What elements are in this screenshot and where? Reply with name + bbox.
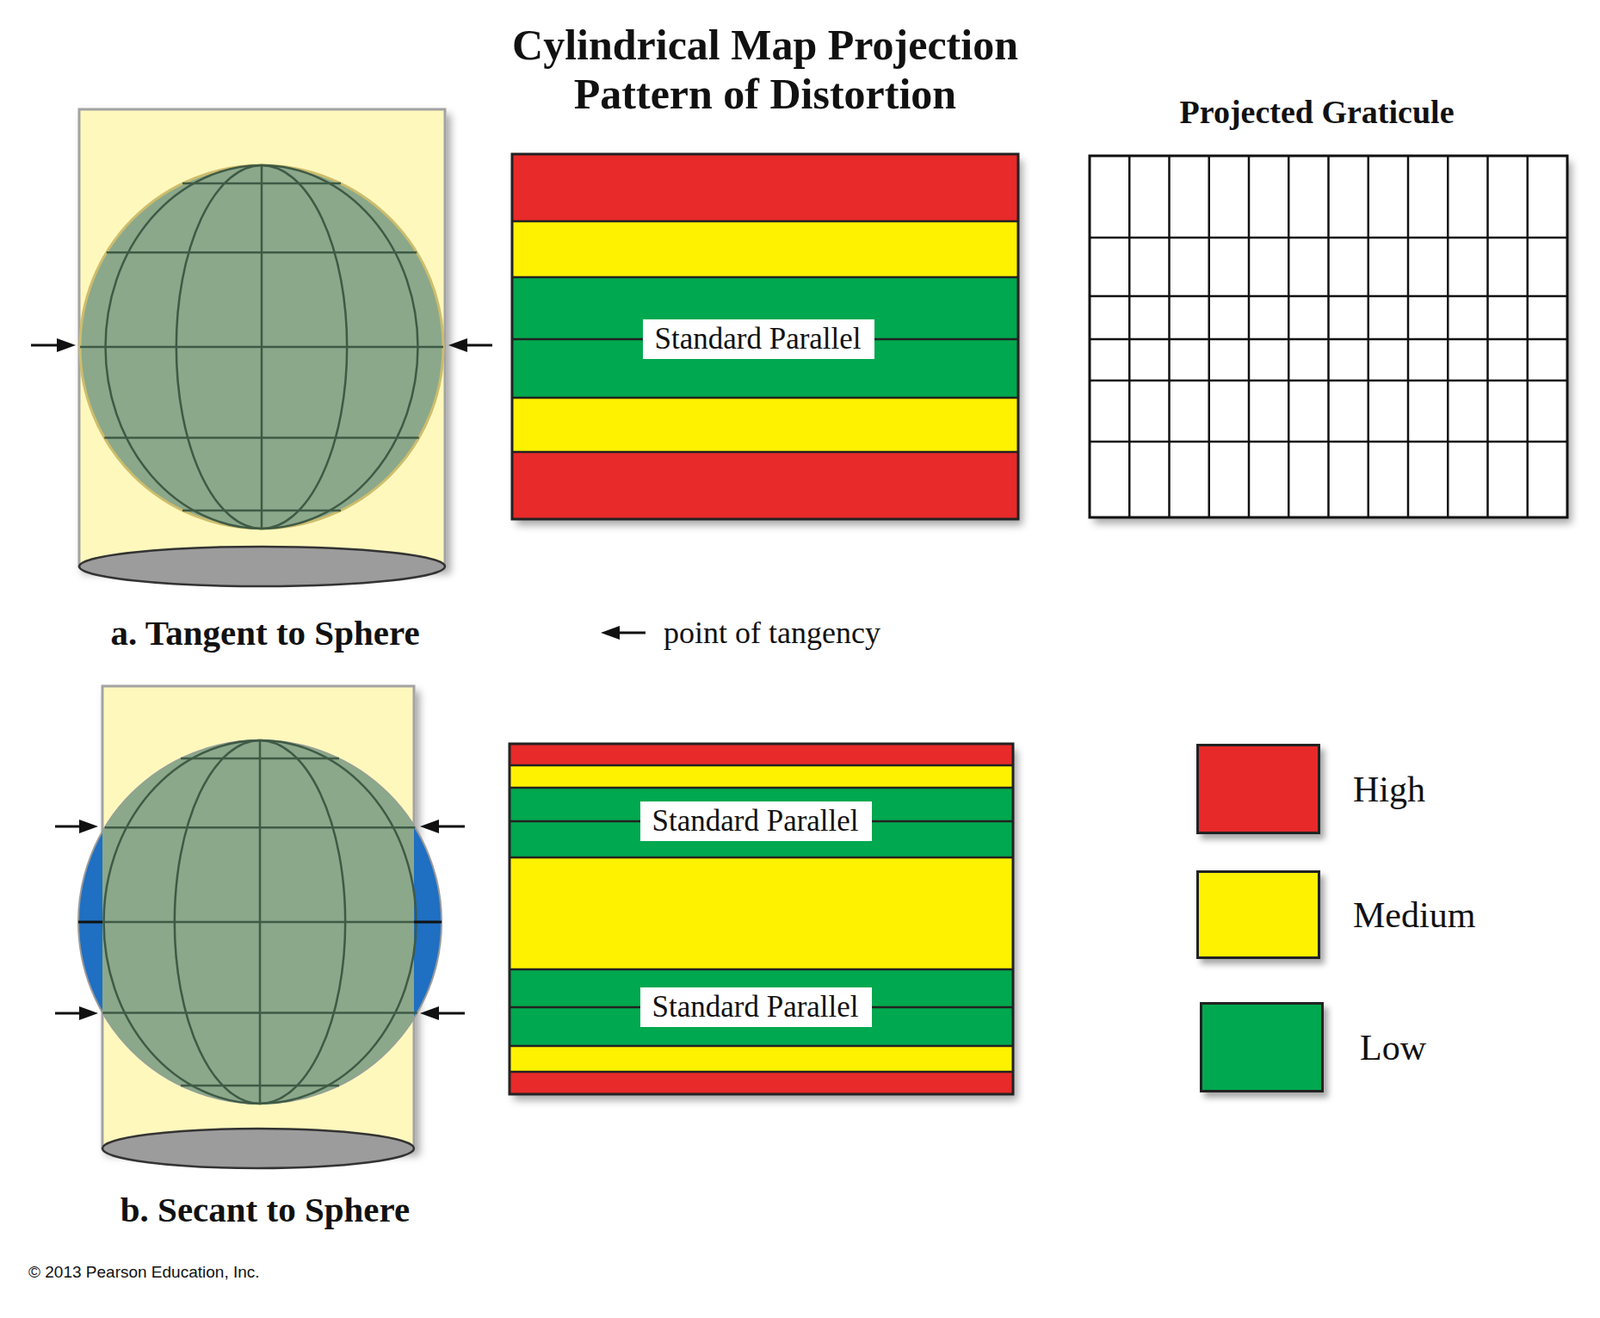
- node-text: Standard Parallel: [654, 321, 862, 357]
- globe: [80, 165, 444, 529]
- arrow-head: [420, 1006, 439, 1020]
- cylinder-base: [102, 1128, 414, 1168]
- tangent-globe: [30, 109, 493, 587]
- panel-label: Projected Graticule: [1179, 92, 1455, 131]
- legend-swatch: [1196, 870, 1321, 959]
- legend-swatch: [1196, 743, 1321, 834]
- distortion-bands-secant: [509, 743, 1014, 1094]
- tangency-arrow-sample: [600, 625, 646, 640]
- globe-graticule: [80, 165, 444, 529]
- panel-label: a. Tangent to Sphere: [110, 611, 420, 654]
- band-borders-secant: [509, 743, 1014, 1094]
- cylinder-base: [79, 546, 445, 587]
- globe-graticule: [102, 740, 418, 1104]
- node-text: Standard Parallel: [652, 989, 859, 1025]
- arrow-head: [420, 819, 439, 834]
- arrow-head: [56, 338, 76, 353]
- panel-label: b. Secant to Sphere: [120, 1188, 410, 1230]
- distortion-bands-tangent: [512, 154, 1019, 519]
- legend-swatch: [1199, 1001, 1324, 1093]
- standard-parallel-label: Standard Parallel: [642, 319, 875, 359]
- legend-text: Low: [1359, 1026, 1427, 1069]
- band-borders-tangent: [512, 154, 1019, 519]
- standard-parallel-label: Standard Parallel: [640, 801, 872, 841]
- secant-globe: [55, 685, 465, 1168]
- arrow-head: [79, 1006, 99, 1020]
- node-text: Standard Parallel: [652, 803, 859, 839]
- arrow-head: [448, 338, 468, 353]
- cylinder: [79, 109, 445, 567]
- standard-parallel-label: Standard Parallel: [640, 987, 872, 1027]
- legend-text: point of tangency: [663, 614, 881, 651]
- title: Cylindrical Map Projection Pattern of Di…: [472, 20, 1058, 119]
- projected-graticule: [1089, 155, 1568, 518]
- globe: [102, 740, 414, 1104]
- copyright-note: © 2013 Pearson Education, Inc.: [28, 1262, 260, 1282]
- arrow-head: [79, 819, 99, 834]
- globe-outside: [78, 740, 442, 1104]
- legend-text: Medium: [1352, 894, 1476, 936]
- graticule-ground: [1089, 155, 1568, 518]
- legend-text: High: [1352, 768, 1426, 810]
